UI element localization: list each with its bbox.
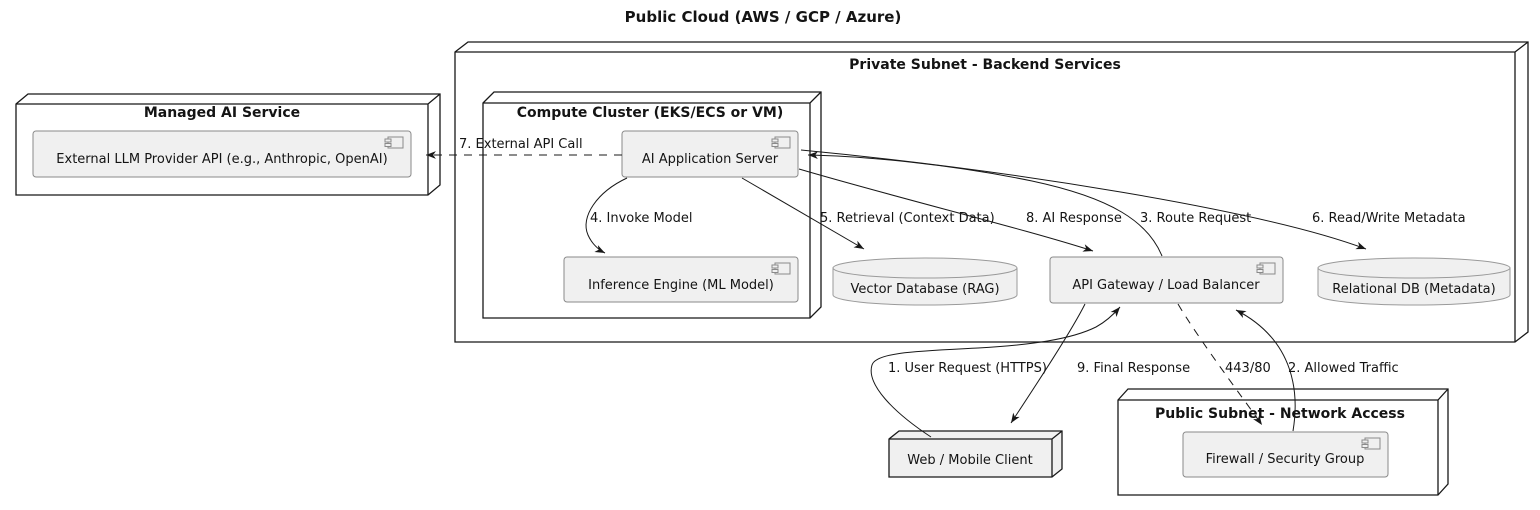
edge-ports-443-80: 443/80 bbox=[1177, 303, 1271, 426]
component-app-server-box bbox=[621, 130, 799, 178]
edge-allowed-traffic-label: 2. Allowed Traffic bbox=[1288, 361, 1399, 376]
node-web-client: Web / Mobile Client bbox=[888, 430, 1063, 478]
edge-route-request-line bbox=[807, 151, 1163, 257]
node-public-subnet-label: Public Subnet - Network Access bbox=[1155, 406, 1405, 422]
component-icon bbox=[1361, 437, 1381, 450]
component-external-llm-label: External LLM Provider API (e.g., Anthrop… bbox=[56, 152, 387, 167]
node-web-client-box bbox=[888, 430, 1063, 478]
component-external-llm: External LLM Provider API (e.g., Anthrop… bbox=[32, 130, 412, 178]
component-app-server-label: AI Application Server bbox=[642, 152, 779, 167]
edge-final-response: 9. Final Response bbox=[1010, 303, 1190, 424]
edge-retrieval: 5. Retrieval (Context Data) bbox=[741, 177, 995, 250]
component-firewall: Firewall / Security Group bbox=[1182, 431, 1389, 478]
node-public-subnet-3d-lines bbox=[1118, 388, 1449, 495]
edge-ai-response-line bbox=[798, 168, 1094, 252]
component-api-gateway-label: API Gateway / Load Balancer bbox=[1072, 278, 1260, 293]
component-icon bbox=[771, 136, 791, 149]
component-external-llm-box bbox=[32, 130, 412, 178]
edge-invoke-model: 4. Invoke Model bbox=[585, 177, 692, 254]
database-relational-db: Relational DB (Metadata) bbox=[1317, 257, 1511, 306]
edge-ports-443-80-label: 443/80 bbox=[1225, 361, 1271, 376]
node-web-client-3d-lines bbox=[889, 430, 1063, 477]
edge-route-request-label: 3. Route Request bbox=[1140, 211, 1251, 226]
edge-final-response-label: 9. Final Response bbox=[1077, 361, 1190, 376]
edge-external-api-call-label: 7. External API Call bbox=[459, 137, 583, 152]
component-api-gateway-box bbox=[1049, 256, 1284, 304]
edge-invoke-model-line bbox=[585, 177, 628, 254]
diagram-title: Public Cloud (AWS / GCP / Azure) bbox=[625, 8, 902, 26]
node-compute-cluster-3d-lines bbox=[483, 91, 822, 318]
component-inference-engine: Inference Engine (ML Model) bbox=[563, 256, 799, 303]
database-relational-db-label: Relational DB (Metadata) bbox=[1332, 282, 1495, 297]
edge-ai-response-label: 8. AI Response bbox=[1026, 211, 1122, 226]
database-vector-db-label: Vector Database (RAG) bbox=[850, 282, 999, 297]
node-web-client-label: Web / Mobile Client bbox=[907, 453, 1032, 468]
component-firewall-label: Firewall / Security Group bbox=[1206, 452, 1365, 467]
edge-ai-response: 8. AI Response bbox=[798, 168, 1122, 252]
edge-retrieval-label: 5. Retrieval (Context Data) bbox=[820, 211, 995, 226]
edge-read-write-metadata: 6. Read/Write Metadata bbox=[800, 149, 1466, 250]
node-compute-cluster-label: Compute Cluster (EKS/ECS or VM) bbox=[517, 105, 784, 121]
edge-user-request-label: 1. User Request (HTTPS) bbox=[888, 361, 1047, 376]
edge-final-response-line bbox=[1010, 303, 1086, 424]
edge-invoke-model-label: 4. Invoke Model bbox=[590, 211, 692, 226]
component-icon bbox=[771, 262, 791, 275]
edge-read-write-metadata-line bbox=[800, 149, 1367, 250]
edge-read-write-metadata-label: 6. Read/Write Metadata bbox=[1312, 211, 1466, 226]
database-relational-db-rim bbox=[1317, 257, 1511, 279]
node-private-subnet-label: Private Subnet - Backend Services bbox=[849, 57, 1121, 73]
component-firewall-box bbox=[1182, 431, 1389, 478]
edge-retrieval-line bbox=[741, 177, 865, 250]
database-vector-db-rim bbox=[832, 257, 1018, 279]
node-private-subnet-3d-lines bbox=[455, 41, 1529, 342]
component-api-gateway: API Gateway / Load Balancer bbox=[1049, 256, 1284, 304]
component-app-server: AI Application Server bbox=[621, 130, 799, 178]
edge-route-request: 3. Route Request bbox=[807, 151, 1251, 257]
database-vector-db: Vector Database (RAG) bbox=[832, 257, 1018, 306]
edge-allowed-traffic: 2. Allowed Traffic bbox=[1235, 309, 1399, 432]
database-vector-db-body bbox=[832, 268, 1018, 306]
node-managed-ai-3d-lines bbox=[16, 93, 441, 195]
component-icon bbox=[384, 136, 404, 149]
node-managed-ai-label: Managed AI Service bbox=[144, 105, 300, 121]
edge-user-request-line bbox=[870, 306, 1121, 438]
database-relational-db-body bbox=[1317, 268, 1511, 306]
edge-external-api-call: 7. External API Call bbox=[426, 137, 622, 159]
component-inference-engine-label: Inference Engine (ML Model) bbox=[588, 278, 774, 293]
edge-allowed-traffic-line bbox=[1235, 309, 1296, 432]
component-icon bbox=[1256, 262, 1276, 275]
edge-user-request: 1. User Request (HTTPS) bbox=[870, 306, 1121, 438]
component-inference-engine-box bbox=[563, 256, 799, 303]
